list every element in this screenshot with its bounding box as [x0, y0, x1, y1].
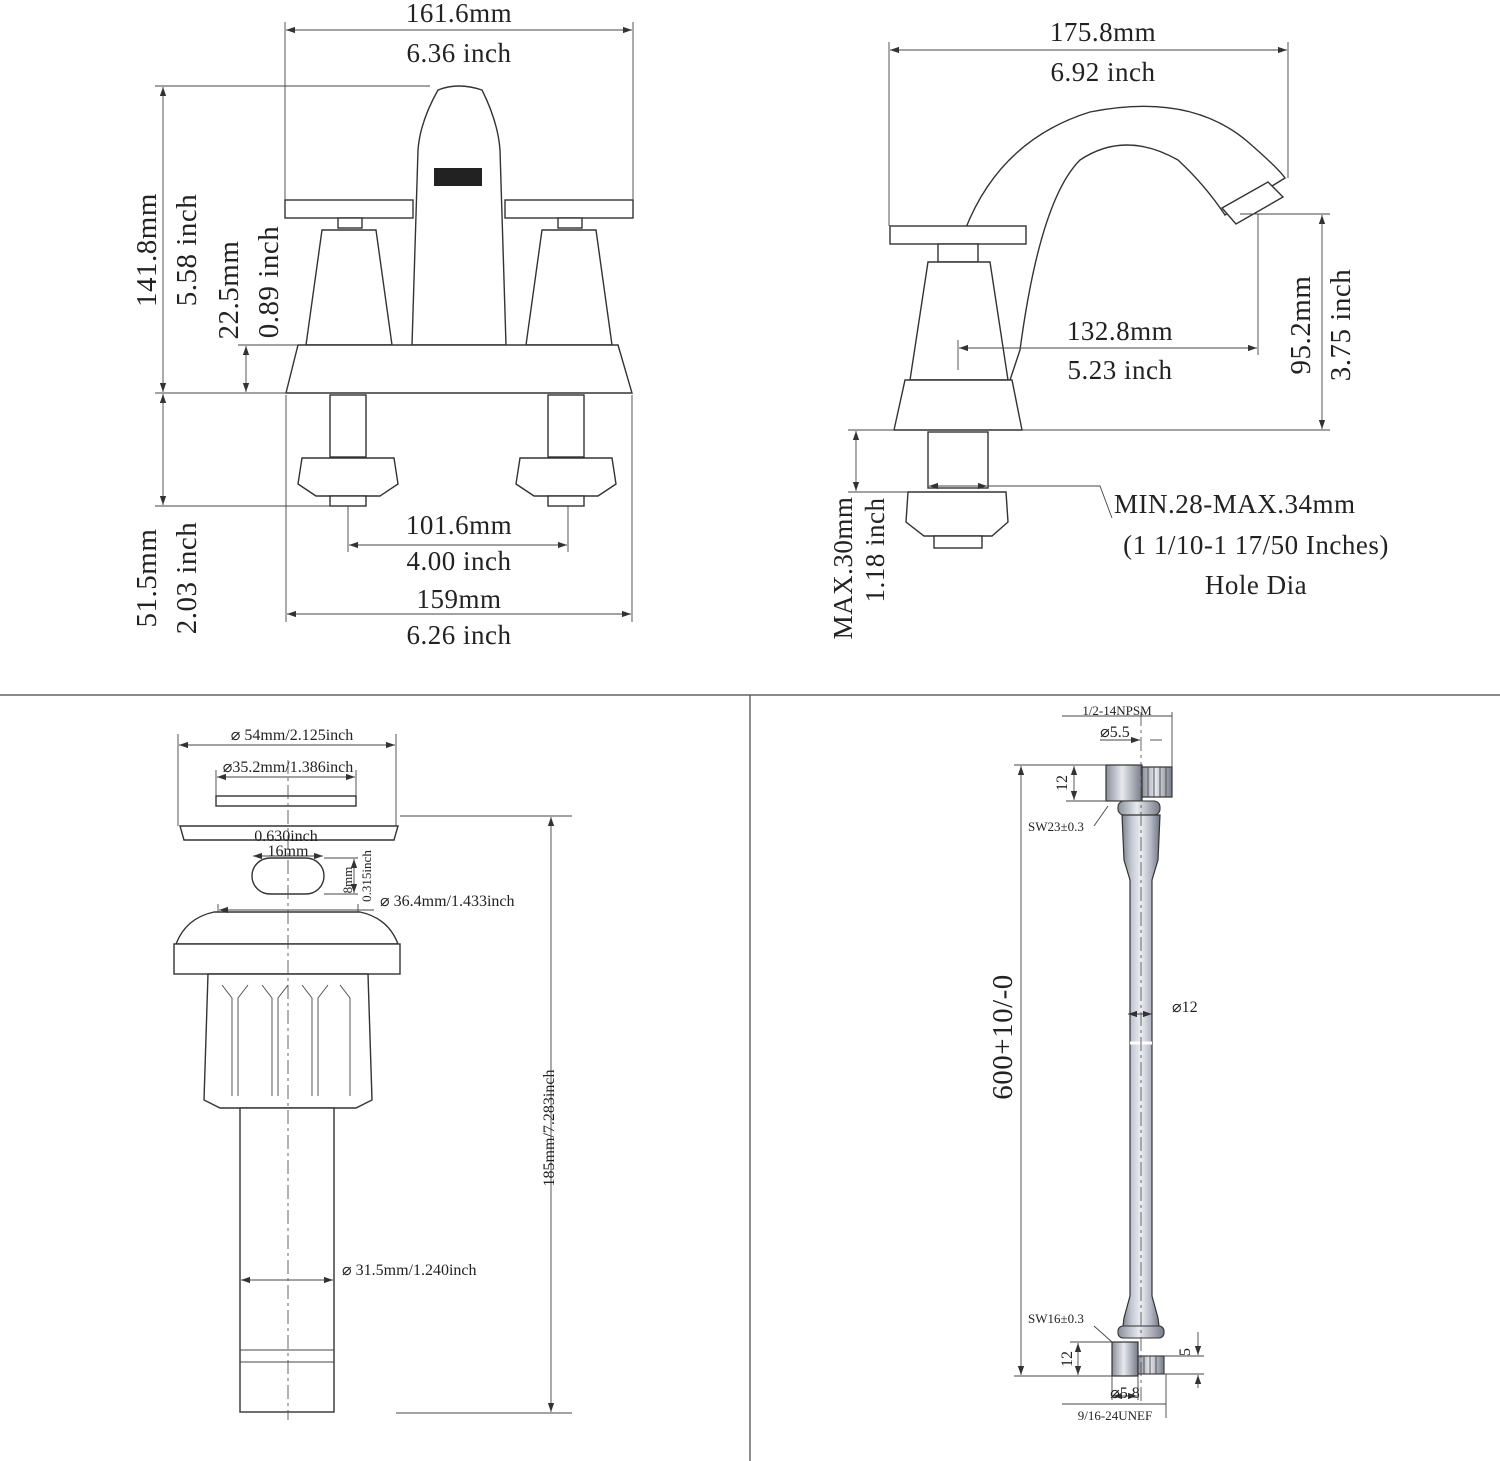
label-side-hole-range: MIN.28-MAX.34mm [1114, 489, 1356, 519]
front-spout [411, 85, 507, 346]
label-drain-slot-width-mm: 16mm [268, 843, 309, 860]
label-hose-thread-bottom: 9/16-24UNEF [1078, 1408, 1152, 1423]
label-front-spread-mm: 101.6mm [406, 510, 512, 540]
front-right-handle-body [525, 229, 613, 346]
label-drain-cap-dia: ⌀35.2mm/1.386inch [223, 759, 354, 776]
side-nut [905, 491, 1009, 537]
label-hose-dia-bottom: ⌀5.8 [1110, 1385, 1140, 1402]
label-hose-nut-top: 12 [1054, 775, 1071, 791]
label-drain-flange-dia: ⌀ 36.4mm/1.433inch [380, 893, 515, 910]
label-front-deck-mm: 22.5mm [213, 241, 245, 340]
front-right-handle-bar [504, 199, 634, 219]
label-front-shank-in: 2.03 inch [171, 522, 203, 634]
label-front-width-top-mm: 161.6mm [406, 0, 512, 28]
front-left-shank [329, 394, 367, 458]
label-side-hole-dia: Hole Dia [1205, 570, 1307, 600]
label-front-height-mm: 141.8mm [131, 193, 163, 307]
side-deck-base [893, 379, 1023, 431]
side-handle-body [909, 261, 1009, 381]
label-front-spread-in: 4.00 inch [407, 546, 512, 576]
label-drain-slot-height-mm: 8mm [340, 867, 355, 894]
front-right-handle-hub [557, 217, 583, 229]
hose-bottom-thread [1137, 1355, 1165, 1375]
front-left-handle-body [305, 229, 393, 346]
side-spout [934, 105, 1286, 396]
label-hose-sw-bottom: SW16±0.3 [1028, 1311, 1084, 1326]
label-side-deck-max-in: 1.18 inch [860, 498, 890, 603]
label-hose-nut-bottom: 12 [1059, 1351, 1076, 1367]
drain-cap-top [215, 795, 357, 807]
side-handle-hub [937, 243, 979, 263]
drain-body-ring [173, 943, 401, 975]
side-shank-tip [933, 535, 983, 549]
label-side-spout-height-in: 3.75 inch [1325, 269, 1357, 381]
front-right-shank-tip [547, 495, 585, 507]
label-hose-thread-top: 1/2-14NPSM [1082, 703, 1152, 718]
hose-bottom-thread-lines [1143, 1356, 1157, 1374]
hose-top-thread-lines [1147, 767, 1167, 797]
label-hose-dia: ⌀12 [1172, 999, 1198, 1016]
label-drain-slot-height-in: 0.315inch [359, 850, 374, 902]
front-left-shank-tip [329, 495, 367, 507]
label-side-reach-total-in: 6.92 inch [1051, 57, 1156, 87]
label-side-reach-total-mm: 175.8mm [1050, 17, 1156, 47]
hose-top-collar [1117, 800, 1161, 816]
front-right-nut [515, 457, 617, 497]
label-side-hole-inches: (1 1/10-1 17/50 Inches) [1123, 530, 1389, 560]
label-hose-length: 600+10/-0 [987, 974, 1019, 1100]
front-right-shank [547, 394, 585, 458]
front-left-nut [297, 457, 399, 497]
label-hose-dia-top: ⌀5.5 [1100, 724, 1130, 741]
drain-body-flange [174, 911, 400, 945]
label-side-reach-in: 5.23 inch [1068, 355, 1173, 385]
front-left-handle-hub [337, 217, 363, 229]
faucet-side-view: 175.8mm 6.92 inch 132.8mm 5.23 inch 95.2… [828, 17, 1389, 640]
side-aerator [1220, 181, 1285, 225]
drain-cap-flange [179, 825, 399, 841]
drain-ribs [221, 984, 351, 1096]
label-front-width-top-in: 6.36 inch [407, 38, 512, 68]
label-front-deck-in: 0.89 inch [253, 226, 285, 338]
hose-top-thread [1141, 766, 1173, 798]
label-side-deck-max-mm: MAX.30mm [828, 497, 858, 640]
label-drain-tail-dia: ⌀ 31.5mm/1.240inch [342, 1262, 477, 1279]
front-aerator [434, 168, 482, 186]
label-front-base-in: 6.26 inch [407, 620, 512, 650]
drain-tail-pipe [239, 1107, 335, 1413]
front-left-handle-bar [284, 199, 414, 219]
label-side-reach-mm: 132.8mm [1067, 316, 1173, 346]
label-front-base-mm: 159mm [416, 584, 501, 614]
faucet-front-view: 161.6mm 6.36 inch 141.8mm 5.58 inch 22.5… [131, 0, 634, 650]
label-drain-slot-width-in: 0.630inch [254, 828, 318, 845]
drain-assembly-view: ⌀ 54mm/2.125inch ⌀35.2mm/1.386inch 0.630… [173, 727, 572, 1420]
label-front-height-in: 5.58 inch [171, 194, 203, 306]
label-drain-length: 185mm/7.283inch [541, 1070, 558, 1187]
label-hose-sw-top: SW23±0.3 [1028, 819, 1084, 834]
label-front-shank-mm: 51.5mm [131, 529, 163, 628]
side-handle-bar [889, 225, 1027, 245]
supply-hose-view: 1/2-14NPSM ⌀5.5 12 SW23±0.3 600+10/-0 ⌀1… [987, 703, 1204, 1423]
label-side-spout-height-mm: 95.2mm [1285, 276, 1317, 375]
front-deck-base [285, 344, 633, 394]
hose-top-nut [1105, 764, 1143, 802]
label-hose-tol: 5 [1177, 1348, 1194, 1356]
label-drain-top-dia: ⌀ 54mm/2.125inch [231, 727, 354, 744]
hose-bottom-nut [1111, 1341, 1139, 1377]
side-shank [927, 431, 989, 489]
